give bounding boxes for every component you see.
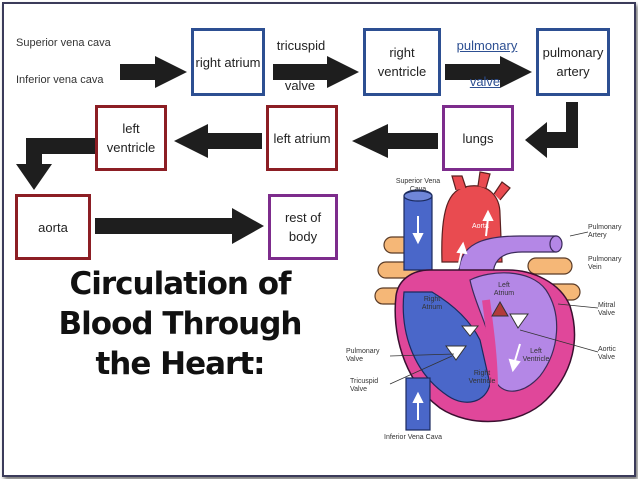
right-atrium-box: right atrium	[191, 28, 265, 96]
septum	[482, 299, 498, 391]
tricuspid-label: tricuspid	[276, 38, 326, 53]
page-title: Circulation of Blood Through the Heart:	[58, 266, 303, 382]
arrow-to-lungs	[525, 102, 578, 158]
arrow-to-aorta	[16, 138, 96, 190]
pulmonary-label: pulmonary	[456, 38, 518, 53]
arrow-to-body	[95, 208, 264, 244]
superior-vena-cava-heart-label: Superior Vena Cava	[395, 178, 441, 193]
aorta-box: aorta	[15, 194, 91, 260]
aorta-branches	[451, 171, 511, 201]
pulmonary-valve-label: valve	[469, 74, 501, 89]
pulmonary-valve-shape	[460, 325, 480, 337]
tricuspid-valve-heart-label: Tricuspid Valve	[350, 378, 379, 393]
tricuspid-valve-label: valve	[284, 78, 316, 93]
right-ventricle-heart-label: Right Ventricle	[468, 370, 496, 385]
arrow-mitral	[174, 124, 262, 158]
superior-vena-cava-label: Superior vena cava	[16, 37, 111, 49]
left-ventricle-box: left ventricle	[95, 105, 167, 171]
mitral-valve-shape	[509, 313, 529, 329]
arrow-pulmonary-valve	[445, 56, 532, 88]
right-ventricle-box: right ventricle	[363, 28, 441, 96]
arrow-tricuspid	[273, 56, 359, 88]
left-ventricle-heart-label: Left Ventricle	[522, 348, 550, 363]
arrow-to-right-atrium	[120, 56, 187, 88]
rest-of-body-box: rest of body	[268, 194, 338, 260]
left-atrium-heart-label: Left Atrium	[493, 282, 515, 297]
aortic-valve-shape	[491, 300, 509, 317]
lungs-box: lungs	[442, 105, 514, 171]
pulmonary-valve-heart-label: Pulmonary Valve	[346, 348, 380, 363]
flow-direction-arrows	[412, 209, 521, 420]
leader-lines	[389, 231, 599, 385]
tricuspid-valve-shape	[445, 345, 467, 361]
pulmonary-artery-box: pulmonary artery	[536, 28, 610, 96]
aortic-valve-heart-label: Aortic Valve	[598, 346, 616, 361]
arrow-to-left-atrium	[352, 124, 438, 158]
pulmonary-vein-heart-label: Pulmonary Vein	[588, 256, 622, 271]
inferior-vena-cava-label: Inferior vena cava	[16, 74, 104, 86]
aorta-heart-label: Aorta	[472, 223, 489, 230]
mitral-valve-heart-label: Mitral Valve	[598, 302, 616, 317]
inferior-vena-cava-heart-label: Inferior Vena Cava	[384, 434, 442, 441]
left-atrium-box: left atrium	[266, 105, 338, 171]
pulmonary-artery-heart-label: Pulmonary Artery	[588, 224, 622, 239]
right-atrium-heart-label: Right Atrium	[421, 296, 443, 311]
